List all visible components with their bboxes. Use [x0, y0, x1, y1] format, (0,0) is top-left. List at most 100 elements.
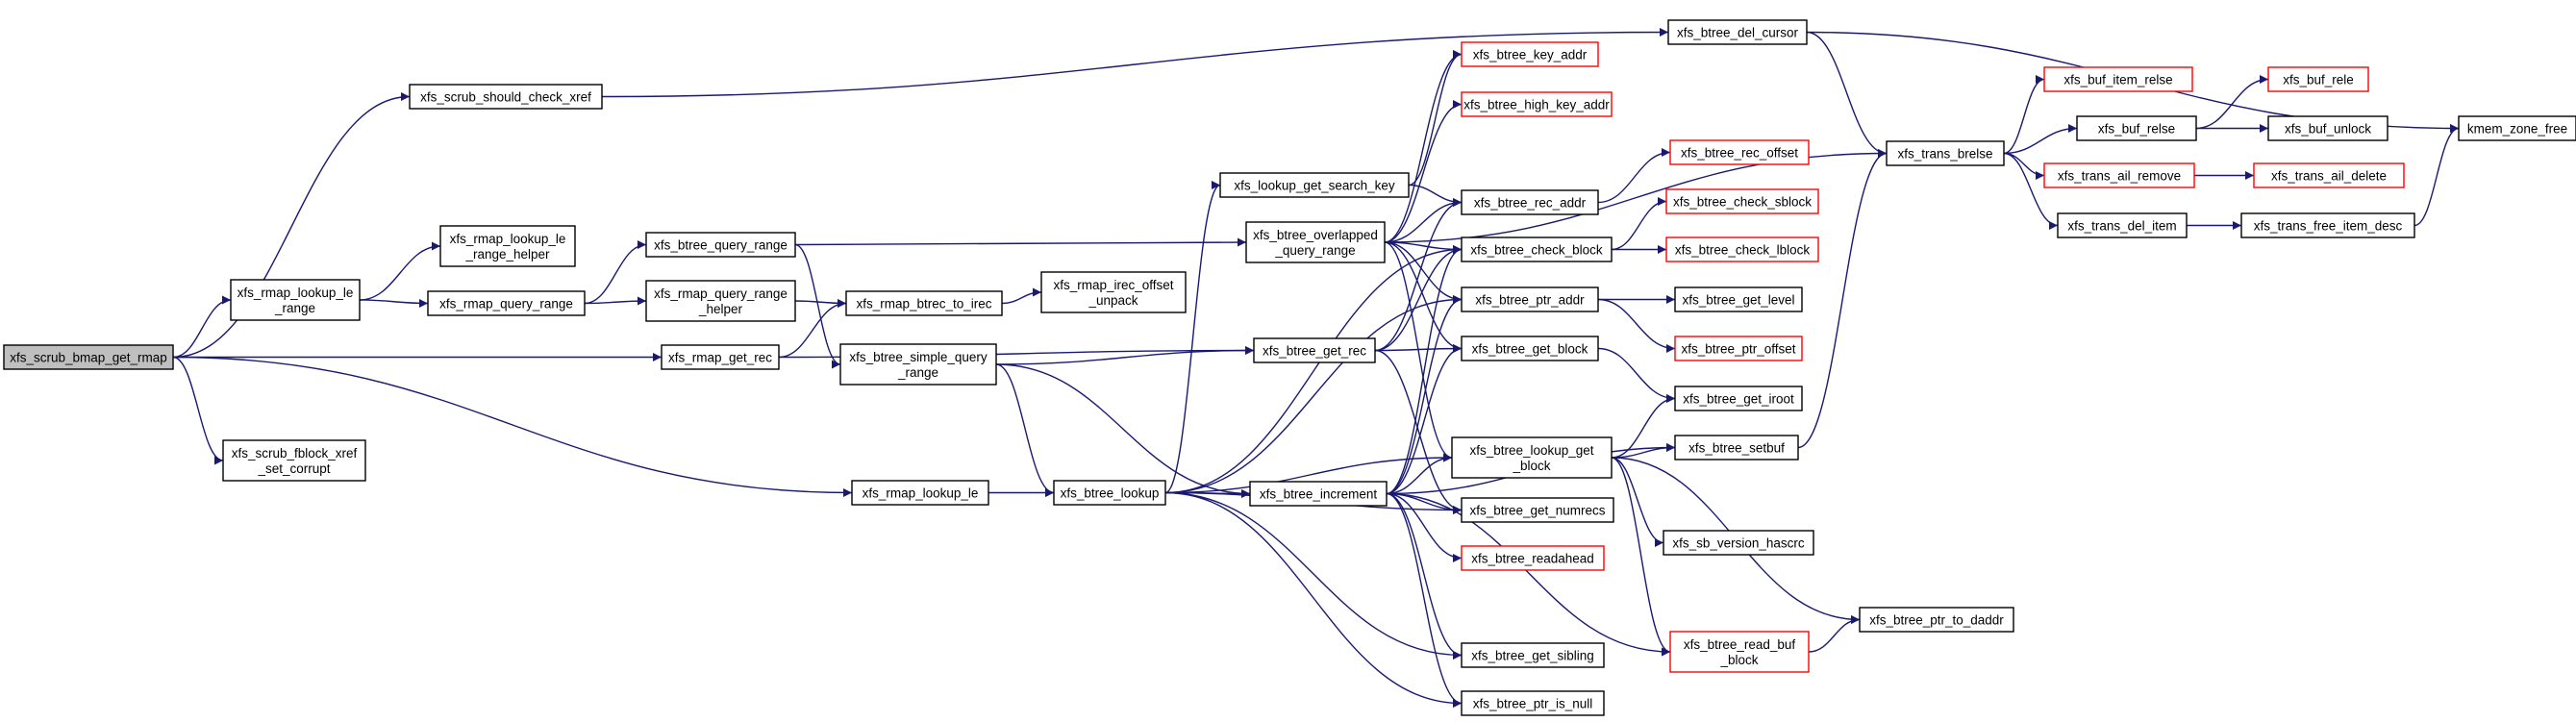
node-box[interactable] — [839, 343, 997, 386]
node-fblock_xref[interactable]: xfs_scrub_fblock_xref_set_corrupt — [222, 439, 366, 482]
node-box[interactable] — [1461, 690, 1605, 716]
node-btree_get_numrecs[interactable]: xfs_btree_get_numrecs — [1461, 497, 1614, 523]
node-box[interactable] — [1461, 497, 1614, 523]
node-box[interactable] — [1461, 642, 1605, 668]
node-btree_lookup[interactable]: xfs_btree_lookup — [1053, 480, 1166, 506]
node-rmap_btrec_to_irec[interactable]: xfs_rmap_btrec_to_irec — [845, 290, 1003, 316]
node-btree_get_sibling[interactable]: xfs_btree_get_sibling — [1461, 642, 1605, 668]
node-btree_ptr_is_null[interactable]: xfs_btree_ptr_is_null — [1461, 690, 1605, 716]
node-box[interactable] — [1674, 336, 1803, 361]
node-rmap_lookup_le_range_helper[interactable]: xfs_rmap_lookup_le_range_helper — [439, 225, 576, 267]
node-btree_ptr_to_daddr[interactable]: xfs_btree_ptr_to_daddr — [1859, 607, 2014, 633]
node-box[interactable] — [439, 225, 576, 267]
node-btree_readahead[interactable]: xfs_btree_readahead — [1461, 545, 1605, 571]
node-box[interactable] — [2043, 66, 2193, 92]
node-box[interactable] — [2057, 212, 2188, 238]
node-btree_del_cursor[interactable]: xfs_btree_del_cursor — [1667, 19, 1808, 45]
node-box[interactable] — [645, 232, 796, 258]
node-box[interactable] — [1461, 336, 1599, 361]
node-btree_key_addr[interactable]: xfs_btree_key_addr — [1461, 41, 1599, 67]
node-box[interactable] — [2253, 162, 2405, 188]
node-should_check_xref[interactable]: xfs_scrub_should_check_xref — [409, 84, 603, 110]
node-box[interactable] — [409, 84, 603, 110]
node-box[interactable] — [1053, 480, 1166, 506]
node-btree_overlapped_query_range[interactable]: xfs_btree_overlapped_query_range — [1245, 221, 1386, 263]
node-btree_rec_addr[interactable]: xfs_btree_rec_addr — [1461, 189, 1599, 215]
node-btree_get_iroot[interactable]: xfs_btree_get_iroot — [1674, 386, 1803, 411]
node-box[interactable] — [1461, 41, 1599, 67]
node-rmap_lookup_le_range[interactable]: xfs_rmap_lookup_le_range — [230, 279, 361, 321]
node-box[interactable] — [1461, 286, 1599, 312]
node-box[interactable] — [845, 290, 1003, 316]
node-box[interactable] — [1040, 271, 1187, 313]
node-box[interactable] — [1253, 337, 1376, 363]
node-trans_ail_delete[interactable]: xfs_trans_ail_delete — [2253, 162, 2405, 188]
node-buf_rele[interactable]: xfs_buf_rele — [2267, 66, 2369, 92]
node-rmap_query_range[interactable]: xfs_rmap_query_range — [427, 290, 586, 316]
node-box[interactable] — [1461, 237, 1613, 262]
node-box[interactable] — [222, 439, 366, 482]
node-box[interactable] — [1451, 436, 1613, 479]
node-btree_query_range[interactable]: xfs_btree_query_range — [645, 232, 796, 258]
node-box[interactable] — [427, 290, 586, 316]
node-rmap_lookup_le[interactable]: xfs_rmap_lookup_le — [851, 480, 989, 506]
node-sb_version_hascrc[interactable]: xfs_sb_version_hascrc — [1663, 530, 1814, 556]
node-box[interactable] — [1219, 172, 1410, 198]
node-box[interactable] — [2076, 115, 2197, 141]
node-buf_relse[interactable]: xfs_buf_relse — [2076, 115, 2197, 141]
node-trans_del_item[interactable]: xfs_trans_del_item — [2057, 212, 2188, 238]
node-trans_brelse[interactable]: xfs_trans_brelse — [1886, 140, 2005, 166]
node-btree_high_key_addr[interactable]: xfs_btree_high_key_addr — [1461, 91, 1613, 117]
node-btree_rec_offset[interactable]: xfs_btree_rec_offset — [1669, 139, 1810, 165]
node-kmem_zone_free[interactable]: kmem_zone_free — [2458, 115, 2576, 141]
node-btree_ptr_offset[interactable]: xfs_btree_ptr_offset — [1674, 336, 1803, 361]
node-rmap_irec_offset_unpack[interactable]: xfs_rmap_irec_offset_unpack — [1040, 271, 1187, 313]
node-buf_item_relse[interactable]: xfs_buf_item_relse — [2043, 66, 2193, 92]
node-box[interactable] — [1859, 607, 2014, 633]
node-box[interactable] — [2043, 162, 2195, 188]
node-box[interactable] — [645, 280, 796, 322]
node-box[interactable] — [1667, 19, 1808, 45]
node-btree_read_buf_block[interactable]: xfs_btree_read_buf_block — [1669, 631, 1810, 673]
node-btree_lookup_get_block[interactable]: xfs_btree_lookup_get_block — [1451, 436, 1613, 479]
node-btree_get_block[interactable]: xfs_btree_get_block — [1461, 336, 1599, 361]
node-box[interactable] — [1461, 545, 1605, 571]
node-rmap_get_rec[interactable]: xfs_rmap_get_rec — [661, 344, 780, 370]
node-btree_get_rec[interactable]: xfs_btree_get_rec — [1253, 337, 1376, 363]
node-box[interactable] — [851, 480, 989, 506]
node-btree_simple_query_range[interactable]: xfs_btree_simple_query_range — [839, 343, 997, 386]
node-box[interactable] — [1249, 481, 1388, 507]
node-box[interactable] — [230, 279, 361, 321]
node-btree_ptr_addr[interactable]: xfs_btree_ptr_addr — [1461, 286, 1599, 312]
node-box[interactable] — [1245, 221, 1386, 263]
node-box[interactable] — [1665, 188, 1819, 214]
node-btree_check_lblock[interactable]: xfs_btree_check_lblock — [1665, 237, 1819, 262]
node-box[interactable] — [1674, 386, 1803, 411]
node-trans_ail_remove[interactable]: xfs_trans_ail_remove — [2043, 162, 2195, 188]
node-box[interactable] — [1674, 435, 1799, 461]
node-box[interactable] — [3, 344, 174, 370]
node-box[interactable] — [2458, 115, 2576, 141]
node-trans_free_item_desc[interactable]: xfs_trans_free_item_desc — [2240, 212, 2415, 238]
node-root[interactable]: xfs_scrub_bmap_get_rmap — [3, 344, 174, 370]
node-buf_unlock[interactable]: xfs_buf_unlock — [2267, 115, 2388, 141]
node-box[interactable] — [1663, 530, 1814, 556]
node-btree_check_block[interactable]: xfs_btree_check_block — [1461, 237, 1613, 262]
node-box[interactable] — [2267, 66, 2369, 92]
node-box[interactable] — [1665, 237, 1819, 262]
node-btree_increment[interactable]: xfs_btree_increment — [1249, 481, 1388, 507]
node-box[interactable] — [1669, 631, 1810, 673]
node-box[interactable] — [1461, 91, 1613, 117]
node-btree_check_sblock[interactable]: xfs_btree_check_sblock — [1665, 188, 1819, 214]
node-box[interactable] — [1669, 139, 1810, 165]
node-box[interactable] — [2240, 212, 2415, 238]
node-box[interactable] — [1461, 189, 1599, 215]
node-btree_setbuf[interactable]: xfs_btree_setbuf — [1674, 435, 1799, 461]
node-box[interactable] — [2267, 115, 2388, 141]
node-rmap_query_range_helper[interactable]: xfs_rmap_query_range_helper — [645, 280, 796, 322]
node-box[interactable] — [661, 344, 780, 370]
node-lookup_get_search_key[interactable]: xfs_lookup_get_search_key — [1219, 172, 1410, 198]
node-box[interactable] — [1674, 286, 1803, 312]
node-btree_get_level[interactable]: xfs_btree_get_level — [1674, 286, 1803, 312]
node-box[interactable] — [1886, 140, 2005, 166]
